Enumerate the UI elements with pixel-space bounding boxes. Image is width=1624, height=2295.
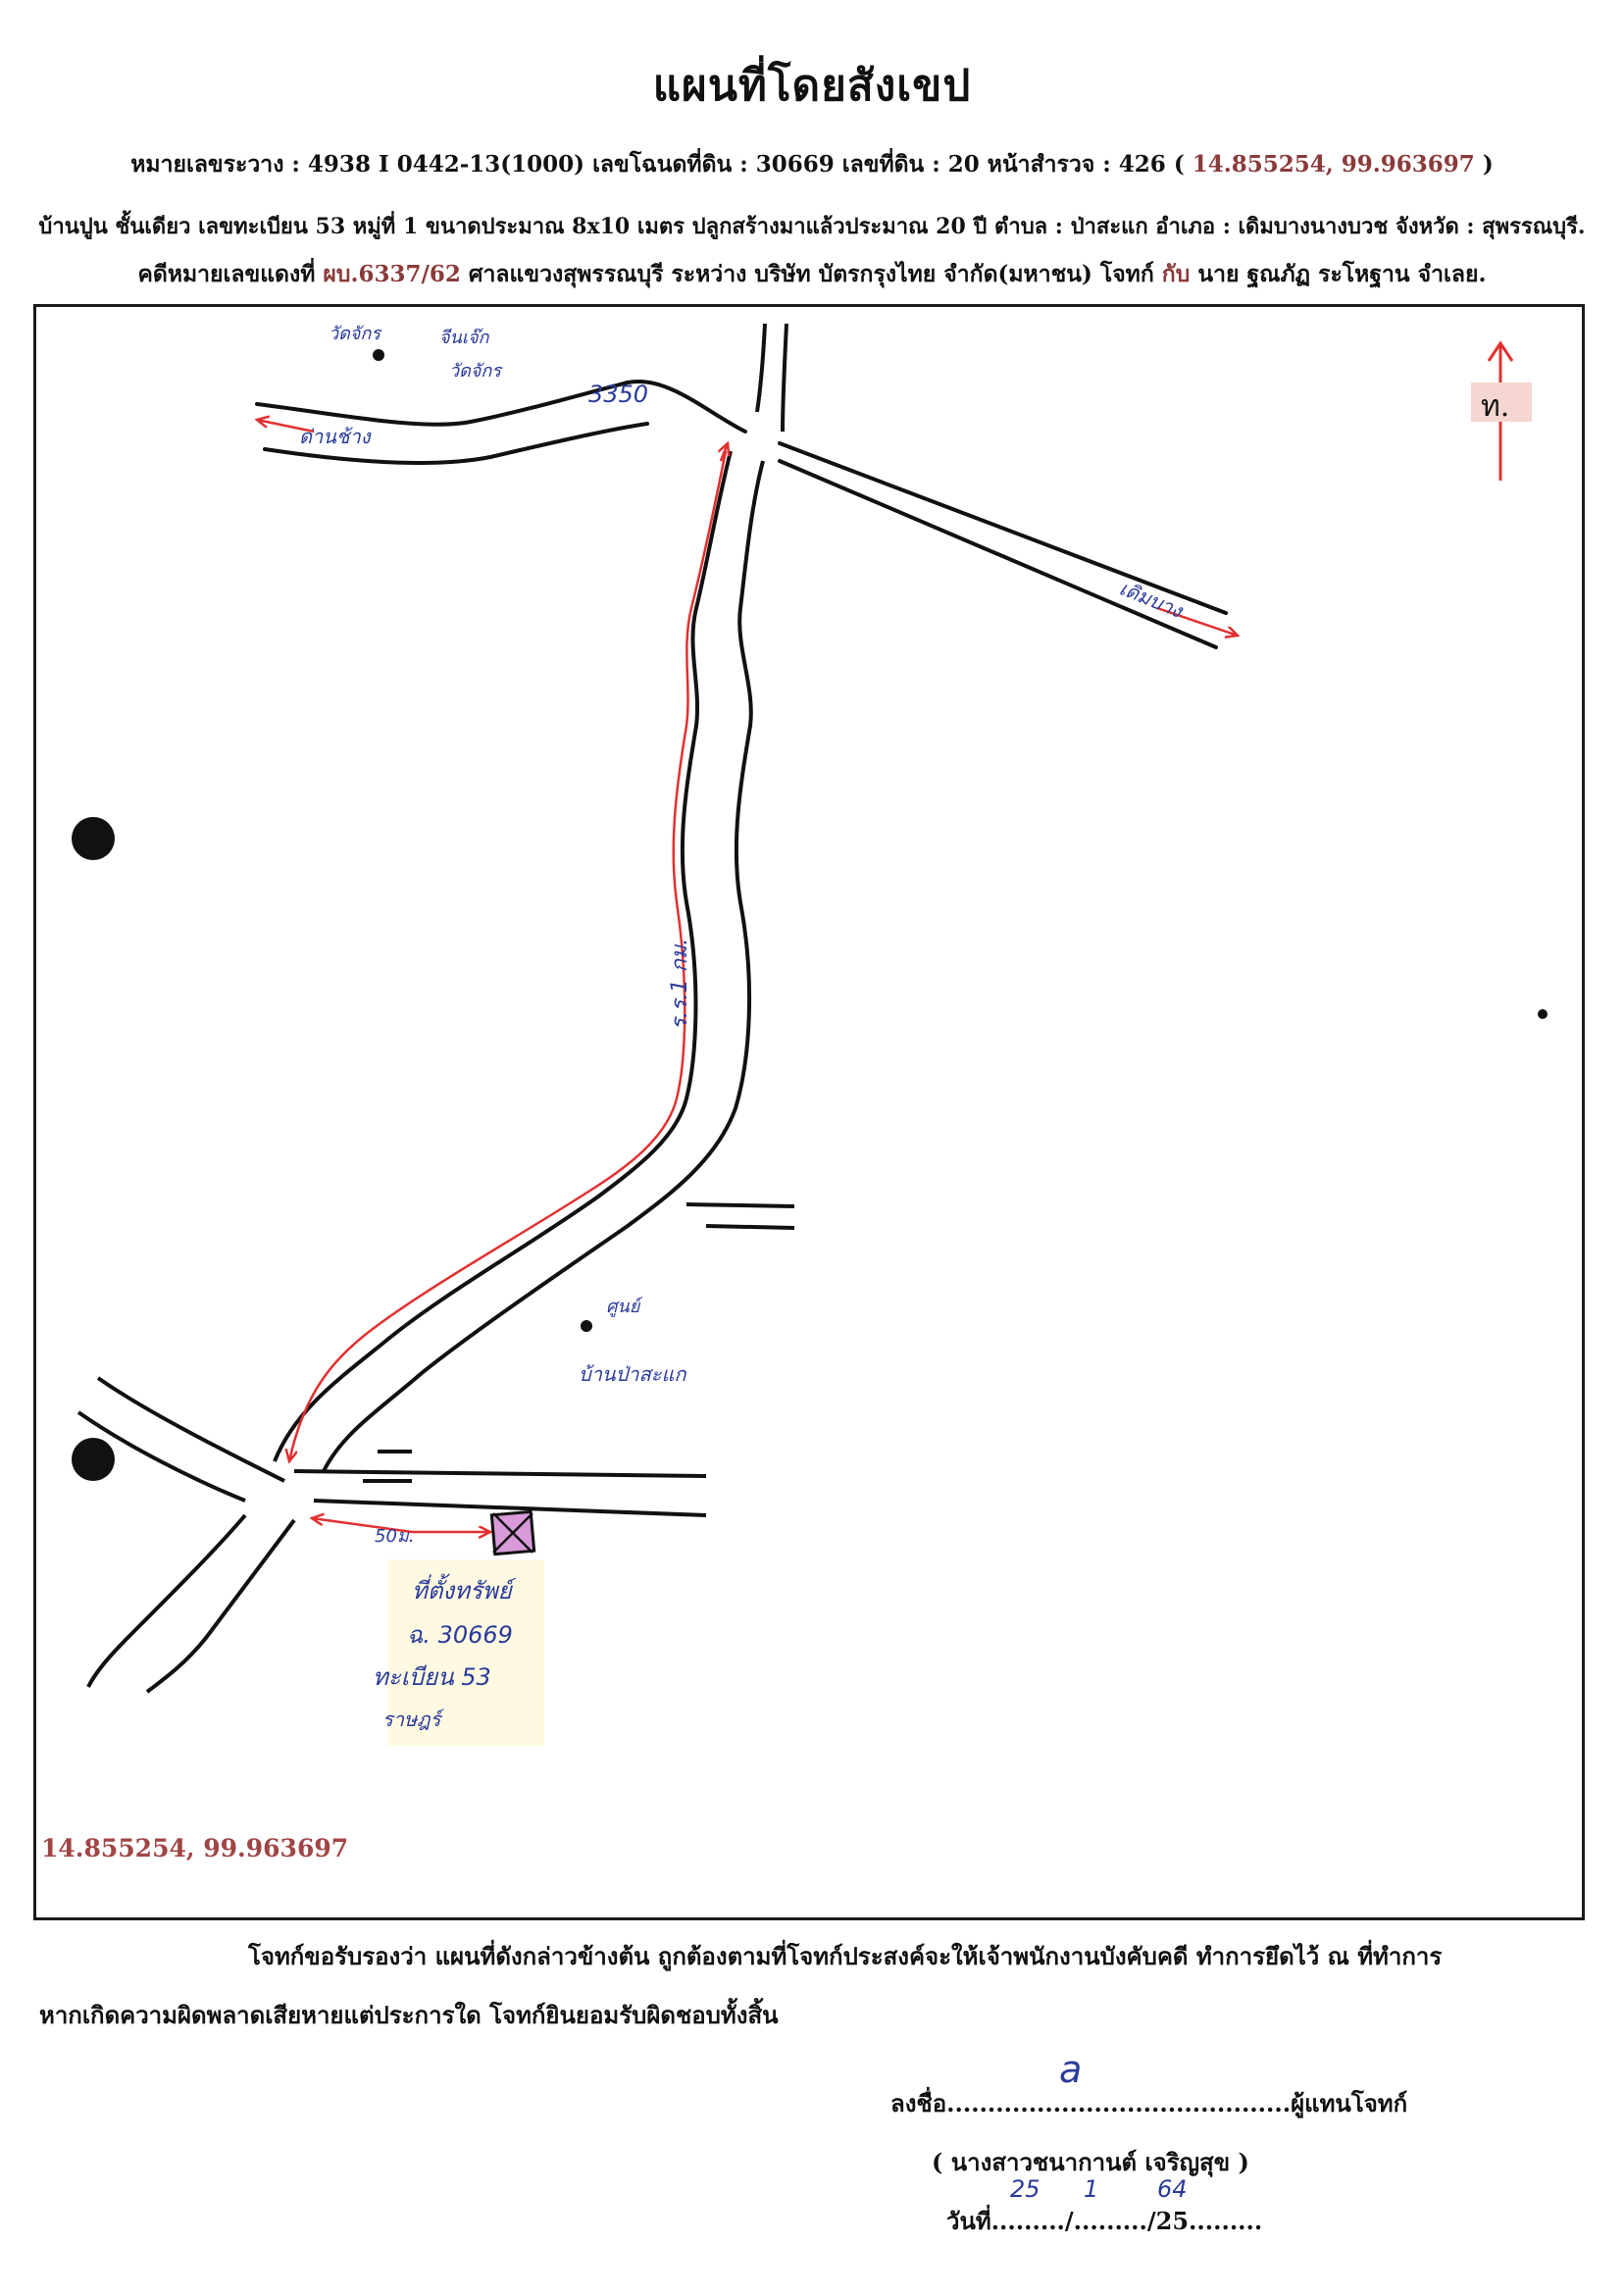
label-distance-short: 50ม. [375,1526,415,1547]
road-3350 [255,379,1228,649]
case-number: ผบ.6337/62 [323,261,461,287]
map-coords: 14.855254, 99.963697 [41,1834,349,1862]
header-line-1-suffix: ) [1482,151,1494,178]
header-coords: 14.855254, 99.963697 [1192,151,1475,178]
big-dot-1 [72,817,115,860]
signer-name: ( นางสาวชนากานต์ เจริญสุข ) [932,2148,1249,2176]
case-defendant: นาย ฐณภัฏ ระโหฐาน จำเลย. [1197,261,1487,287]
date-line: วันที่........./........./25......... [946,2202,1262,2240]
date-dots-1: ........./......... [990,2207,1147,2235]
north-label: ท. [1481,389,1509,424]
road-main-winding [273,450,765,1472]
edge-dot [1538,1009,1548,1019]
big-dot-2 [72,1438,115,1481]
header-line-1-prefix: หมายเลขระวาง : 4938 I 0442-13(1000) เลขโ… [130,151,1185,178]
label-target-2: ฉ. 30669 [407,1621,513,1649]
label-direction-left: ด่านช้าง [299,425,372,448]
center-dot [581,1320,592,1332]
label-place-mid-1: ศูนย์ [606,1297,643,1317]
date-dots-2: ......... [1189,2207,1263,2235]
signature-line: ลงชื่อ..................................… [890,2084,1407,2122]
date-year: 64 [1157,2175,1188,2203]
date-prefix: วันที่ [946,2207,991,2235]
arrow-distance-left [312,1518,413,1534]
label-distance-road: ร.ร.1 กม. [668,939,692,1030]
target-highlight [387,1559,544,1746]
label-target-3: ทะเบียน 53 [373,1663,491,1691]
target-property [489,1509,536,1556]
arrow-left [257,420,315,434]
case-and: กับ [1161,261,1191,287]
header-line-2: บ้านปูน ชั้นเดียว เลขทะเบียน 53 หมู่ที่ … [38,214,1586,239]
sign-prefix: ลงชื่อ [890,2089,947,2117]
page-title: แผนที่โดยสังเขป [652,61,972,111]
label-top-mid-1: จีนเจ๊ก [439,328,490,348]
header-line-3: คดีหมายเลขแดงที่ ผบ.6337/62 ศาลแขวงสุพรร… [0,257,1624,292]
header-line-1: หมายเลขระวาง : 4938 I 0442-13(1000) เลขโ… [0,147,1624,182]
signature-mark: a [1059,2048,1083,2091]
case-parties: ศาลแขวงสุพรรณบุรี ระหว่าง บริษัท บัตรกรุ… [468,261,1154,287]
label-temple: วัดจักร [329,324,382,344]
label-target-4: ราษฎร์ [382,1708,444,1731]
arrow-right [1156,606,1238,636]
side-roads [76,1202,795,1694]
certification-line-2: หากเกิดความผิดพลาดเสียหายแต่ประการใด โจท… [39,2001,779,2029]
route-arrow-up [721,443,728,462]
date-month: 1 [1084,2175,1099,2203]
temple-dot [373,349,384,361]
certification-line-1: โจทก์ขอรับรองว่า แผนที่ดังกล่าวข้างต้น ถ… [248,1942,1443,1970]
date-year-prefix: /25 [1146,2207,1190,2235]
north-label-bg [1471,382,1532,422]
route-line [289,450,728,1461]
label-place-mid-2: บ้านป่าสะแก [579,1362,686,1386]
map-frame [33,304,1585,1920]
label-target-1: ที่ตั้งทรัพย์ [412,1573,517,1605]
label-top-mid-2: วัดจักร [449,361,503,382]
label-road-3350: 3350 [588,381,648,408]
date-day: 25 [1010,2175,1040,2203]
case-label: คดีหมายเลขแดงที่ [137,261,316,287]
sign-suffix: ผู้แทนโจทก์ [1291,2089,1408,2117]
sign-dots: ........................................… [946,2089,1292,2117]
road-north [755,323,788,433]
